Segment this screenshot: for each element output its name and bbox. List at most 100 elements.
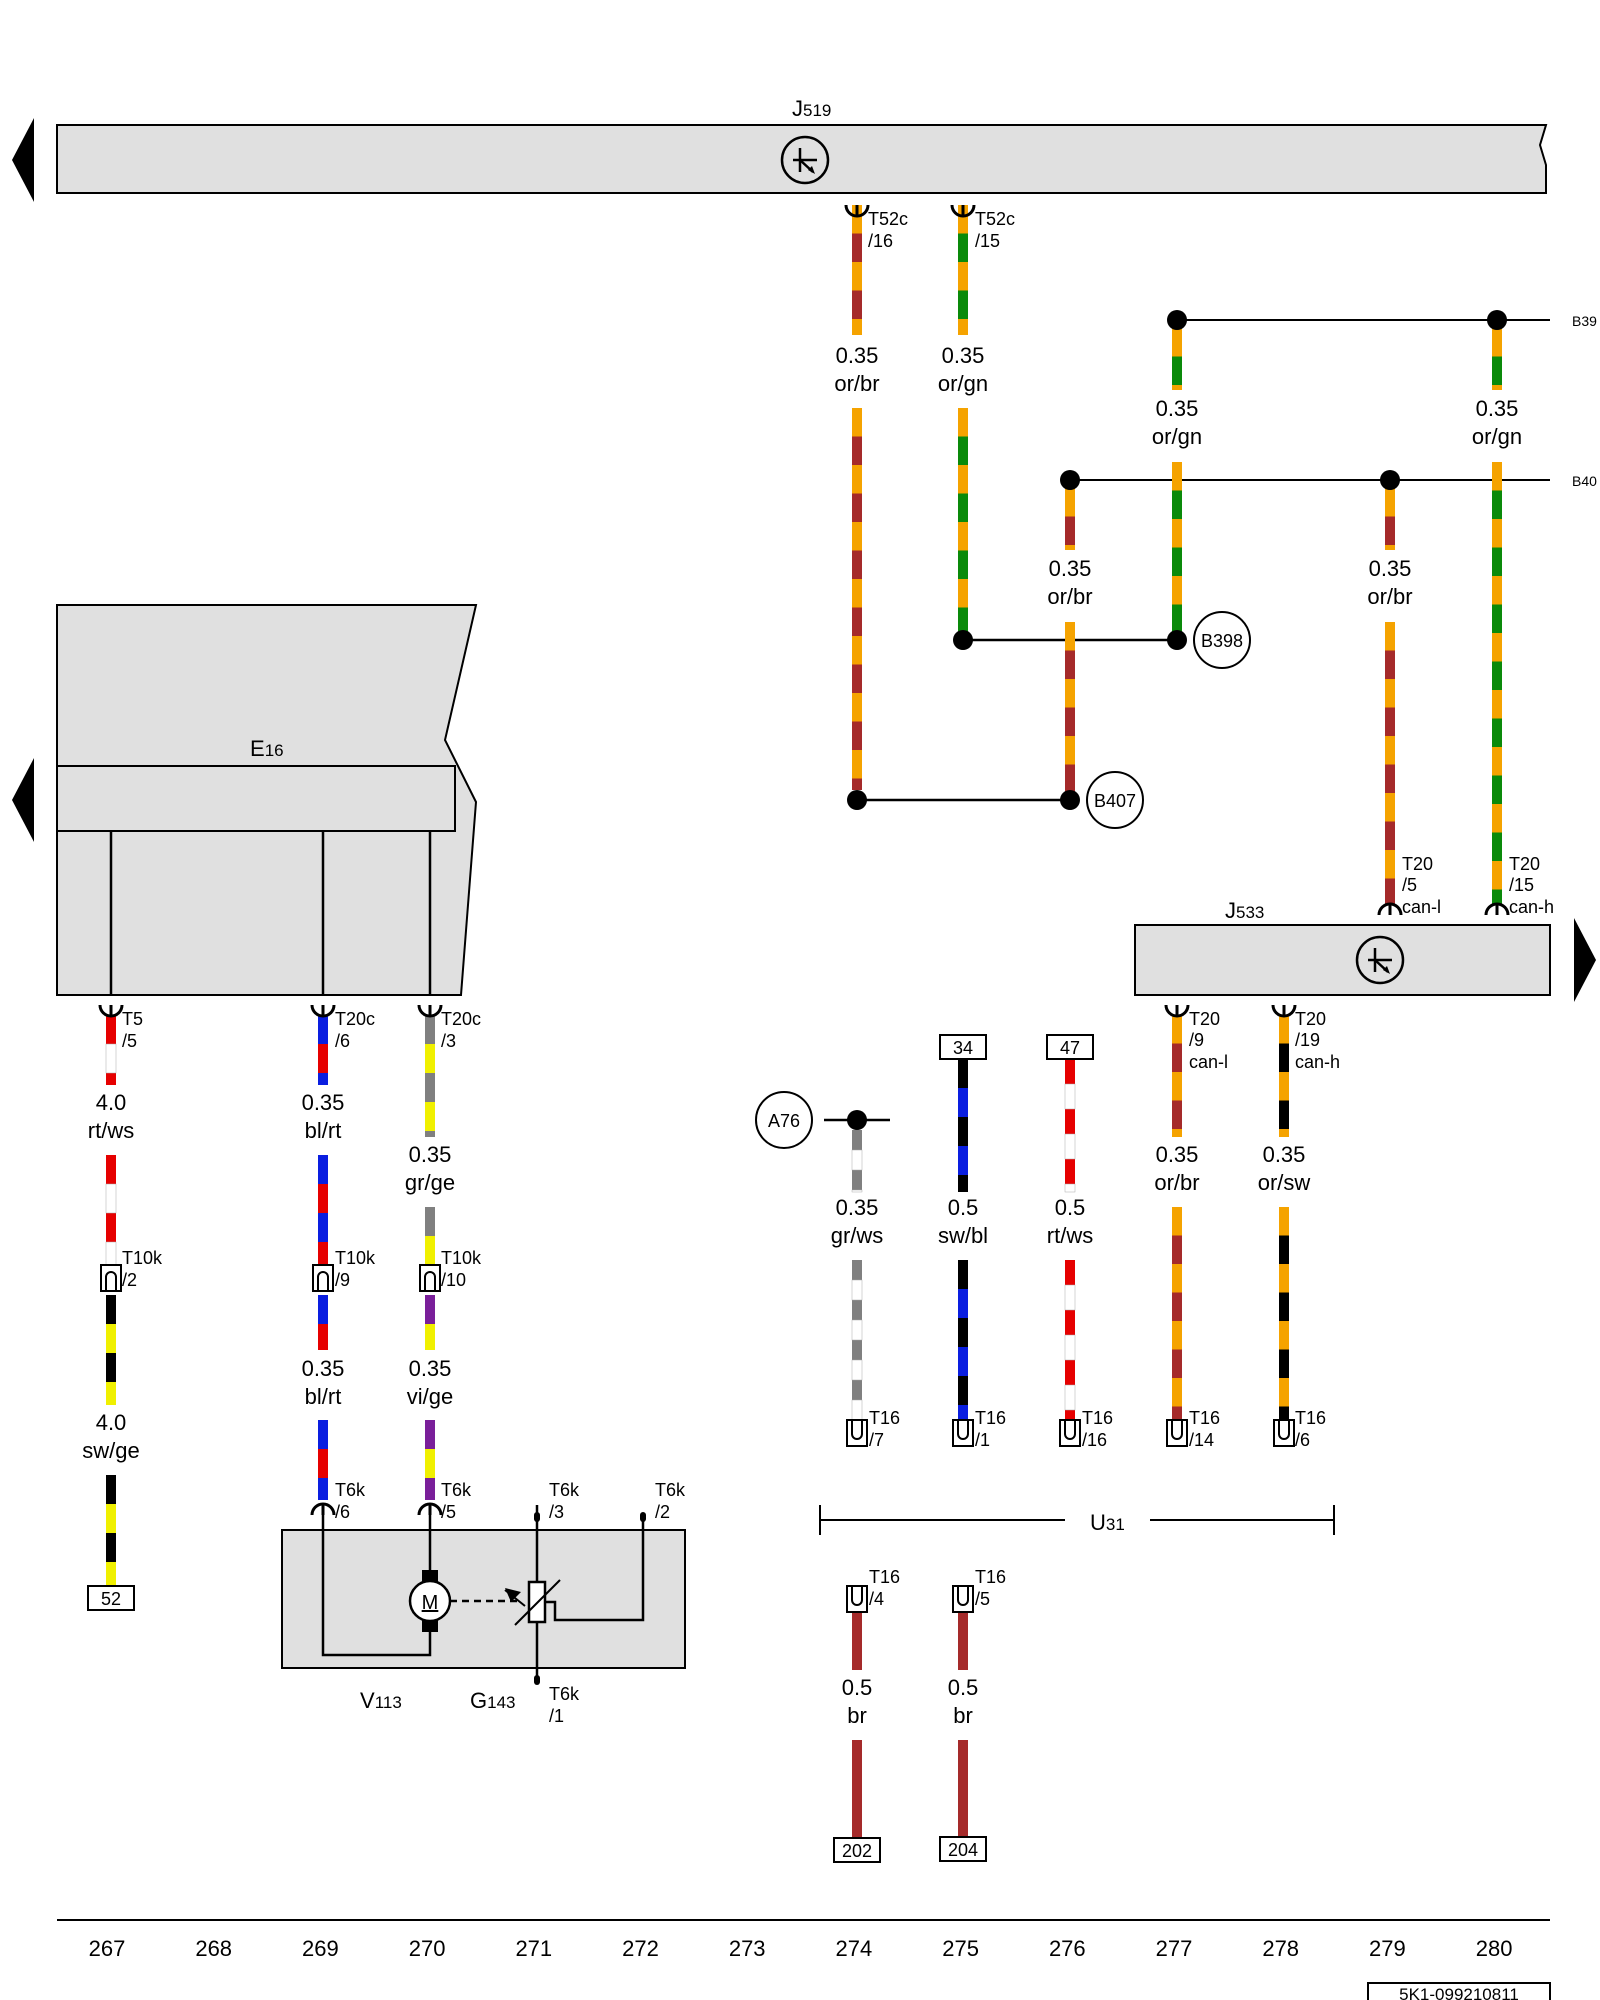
svg-text:0.35: 0.35 <box>302 1090 345 1115</box>
wire-segment <box>958 1260 968 1420</box>
column-number: 270 <box>409 1936 446 1961</box>
connector-socket <box>1484 902 1510 916</box>
wire-segment <box>318 1155 328 1265</box>
pin-label-t52c15: T52c/15 <box>975 209 1015 251</box>
j533-control-unit-icon <box>1355 935 1405 985</box>
wire-segment <box>958 1612 968 1670</box>
pin-label-t16-1: T16/1 <box>975 1408 1006 1450</box>
pin-label-t16-16: T16/16 <box>1082 1408 1113 1450</box>
svg-text:gr/ge: gr/ge <box>405 1170 455 1195</box>
svg-text:/19: /19 <box>1295 1030 1320 1050</box>
j533-label: J533 <box>1225 898 1264 923</box>
b40-label: B40 <box>1572 473 1597 489</box>
connector-socket <box>310 1004 336 1018</box>
svg-text:can-h: can-h <box>1295 1052 1340 1072</box>
svg-text:T6k: T6k <box>441 1480 472 1500</box>
svg-text:T16: T16 <box>975 1567 1006 1587</box>
pin-label-t10k9: T10k/9 <box>335 1248 376 1290</box>
wire-label: 0.5rt/ws <box>1047 1195 1093 1248</box>
junction-a76: A76 <box>755 1091 813 1149</box>
svg-text:52: 52 <box>101 1589 121 1609</box>
svg-text:0.5: 0.5 <box>1055 1195 1086 1220</box>
junction-dot <box>1167 630 1187 650</box>
svg-text:A76: A76 <box>768 1111 800 1131</box>
pin-label-t10k2: T10k/2 <box>122 1248 163 1290</box>
svg-text:/7: /7 <box>869 1430 884 1450</box>
connector-socket <box>98 1004 124 1018</box>
wire-segment <box>851 1260 863 1421</box>
svg-text:or/gn: or/gn <box>1152 424 1202 449</box>
svg-text:rt/ws: rt/ws <box>88 1118 134 1143</box>
wire-segment <box>105 1015 117 1085</box>
svg-text:0.5: 0.5 <box>948 1195 979 1220</box>
svg-text:/16: /16 <box>868 231 893 251</box>
wire-label: 0.5br <box>948 1675 979 1728</box>
svg-text:bl/rt: bl/rt <box>305 1118 342 1143</box>
junction-dot <box>1167 310 1187 330</box>
svg-text:0.5: 0.5 <box>842 1675 873 1700</box>
wire-segment <box>318 1015 328 1085</box>
svg-text:0.35: 0.35 <box>836 1195 879 1220</box>
g143-label: G143 <box>470 1688 516 1713</box>
junction-dot <box>1060 470 1080 490</box>
svg-text:47: 47 <box>1060 1038 1080 1058</box>
svg-text:can-h: can-h <box>1509 897 1554 917</box>
connector-housing <box>846 1585 868 1613</box>
connector-housing <box>1059 1419 1081 1447</box>
svg-text:/6: /6 <box>1295 1430 1310 1450</box>
svg-text:/9: /9 <box>1189 1030 1204 1050</box>
svg-text:0.35: 0.35 <box>1156 1142 1199 1167</box>
junction-b407: B407 <box>1086 771 1144 829</box>
wire-segment <box>1385 488 1395 550</box>
right-continuation-arrow <box>1574 918 1596 1002</box>
wire-label: 4.0sw/ge <box>82 1410 139 1463</box>
wire-segment <box>958 1059 968 1192</box>
connector-socket <box>310 1502 336 1516</box>
svg-text:/2: /2 <box>122 1270 137 1290</box>
svg-text:5K1-099210811: 5K1-099210811 <box>1399 1985 1519 2000</box>
svg-text:T16: T16 <box>1295 1408 1326 1428</box>
pin-label-t16-4: T16/4 <box>869 1567 900 1609</box>
connector-housing <box>1166 1419 1188 1447</box>
column-number: 280 <box>1476 1936 1513 1961</box>
svg-text:sw/bl: sw/bl <box>938 1223 988 1248</box>
svg-text:T20c: T20c <box>441 1009 481 1029</box>
pin-label-t6k2: T6k/2 <box>655 1480 686 1522</box>
svg-text:gr/ws: gr/ws <box>831 1223 884 1248</box>
svg-text:T20c: T20c <box>335 1009 375 1029</box>
svg-text:T16: T16 <box>869 1567 900 1587</box>
reference-box-204: 204 <box>939 1836 987 1862</box>
wire-label: 4.0 rt/ws <box>88 1090 134 1143</box>
connector-socket <box>1377 902 1403 916</box>
svg-text:4.0: 4.0 <box>96 1090 127 1115</box>
connector-housing <box>419 1264 441 1292</box>
connectors-layer <box>98 204 1510 1613</box>
svg-text:or/gn: or/gn <box>938 371 988 396</box>
column-number: 267 <box>89 1936 126 1961</box>
svg-text:/14: /14 <box>1189 1430 1214 1450</box>
svg-text:/6: /6 <box>335 1502 350 1522</box>
connector-housing <box>952 1419 974 1447</box>
svg-text:T6k: T6k <box>655 1480 686 1500</box>
svg-text:T16: T16 <box>1189 1408 1220 1428</box>
connector-socket <box>844 204 870 218</box>
pin-label-t6k6: T6k/6 <box>335 1480 366 1522</box>
pin-stub <box>534 1512 646 1685</box>
column-number: 269 <box>302 1936 339 1961</box>
svg-text:T52c: T52c <box>975 209 1015 229</box>
wire-segment <box>105 1155 117 1266</box>
reference-box-202: 202 <box>833 1837 881 1863</box>
svg-text:202: 202 <box>842 1841 872 1861</box>
svg-text:T10k: T10k <box>122 1248 163 1268</box>
connector-housing <box>1273 1419 1295 1447</box>
svg-text:T5: T5 <box>122 1009 143 1029</box>
pin-label-t16-5: T16/5 <box>975 1567 1006 1609</box>
motor-icon: M <box>408 1570 452 1632</box>
svg-text:/9: /9 <box>335 1270 350 1290</box>
e16-switch-unit <box>56 765 456 832</box>
